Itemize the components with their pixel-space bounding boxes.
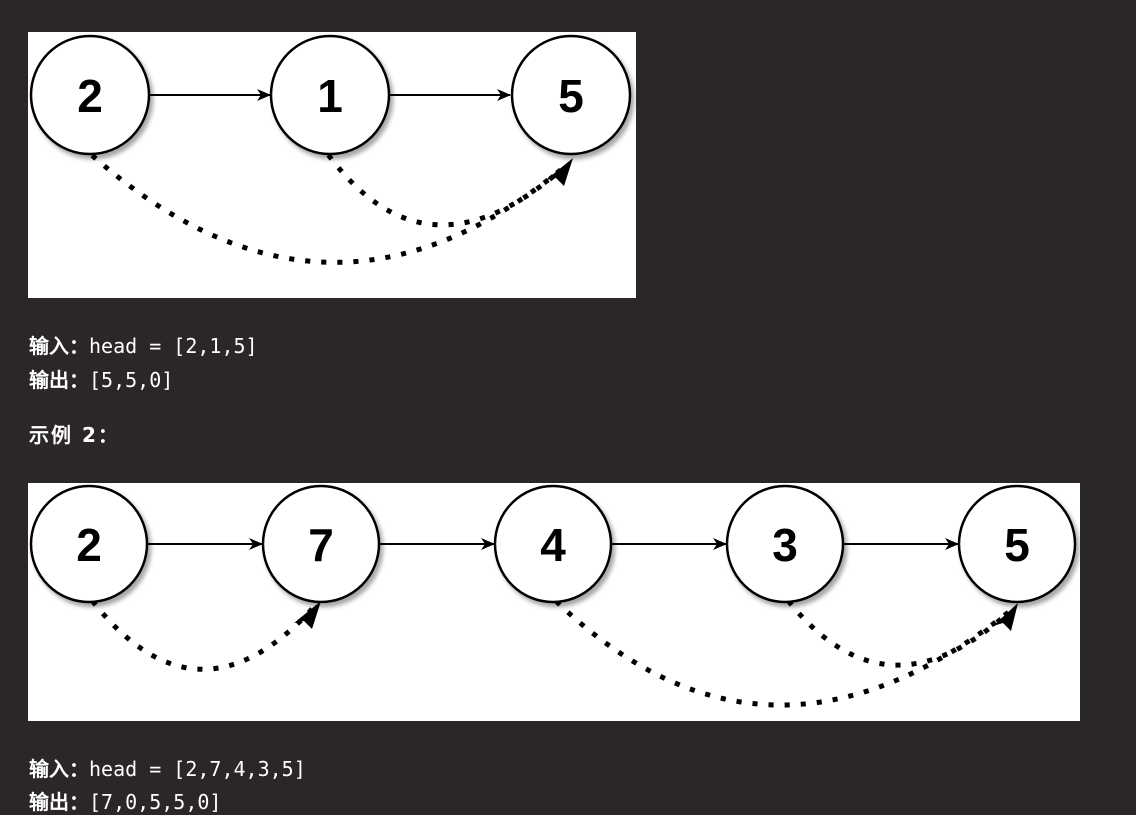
example-1-output: 输出：[5,5,0] [29, 367, 173, 393]
output-value: [7,0,5,5,0] [89, 790, 222, 814]
node-value: 5 [558, 70, 584, 122]
node-value: 2 [77, 70, 103, 122]
jump-arrowhead [546, 158, 573, 186]
list-node-1: 2 [29, 484, 149, 604]
node-value: 7 [308, 519, 334, 571]
example-2-heading: 示例 2： [29, 423, 120, 447]
linked-list-diagram-2: 2 7 4 3 5 [28, 483, 1080, 721]
node-value: 1 [317, 70, 343, 122]
next-greater-jump-1 [90, 153, 567, 265]
list-node-4: 3 [725, 484, 845, 604]
list-node-5: 5 [957, 484, 1077, 604]
list-node-3: 4 [493, 484, 613, 604]
list-node-2: 7 [261, 484, 381, 604]
input-label: 输入： [29, 334, 89, 358]
input-value: head = [2,7,4,3,5] [89, 757, 306, 781]
diagram-2-canvas: 2 7 4 3 5 [29, 484, 1077, 708]
input-label: 输入： [29, 757, 89, 781]
node-value: 2 [76, 519, 102, 571]
list-node-3: 5 [510, 34, 632, 156]
jump-arrowhead-a [294, 601, 321, 629]
output-value: [5,5,0] [89, 368, 174, 392]
next-greater-jump-2 [326, 153, 567, 228]
node-value: 5 [1004, 519, 1030, 571]
input-value: head = [2,1,5] [89, 334, 258, 358]
node-value: 4 [540, 519, 566, 571]
next-greater-jump-c [786, 599, 1014, 668]
list-node-1: 2 [29, 34, 151, 156]
node-value: 3 [772, 519, 798, 571]
linked-list-diagram-1: 2 1 5 [28, 32, 636, 298]
next-greater-jump-a [90, 599, 317, 672]
example-1-input: 输入：head = [2,1,5] [29, 333, 258, 359]
list-node-2: 1 [269, 34, 391, 156]
example-2-output: 输出：[7,0,5,5,0] [29, 789, 221, 815]
diagram-1-canvas: 2 1 5 [29, 34, 632, 265]
example-2-input: 输入：head = [2,7,4,3,5] [29, 756, 306, 782]
output-label: 输出： [29, 368, 89, 392]
jump-arrowhead-b [993, 603, 1018, 631]
output-label: 输出： [29, 790, 89, 814]
